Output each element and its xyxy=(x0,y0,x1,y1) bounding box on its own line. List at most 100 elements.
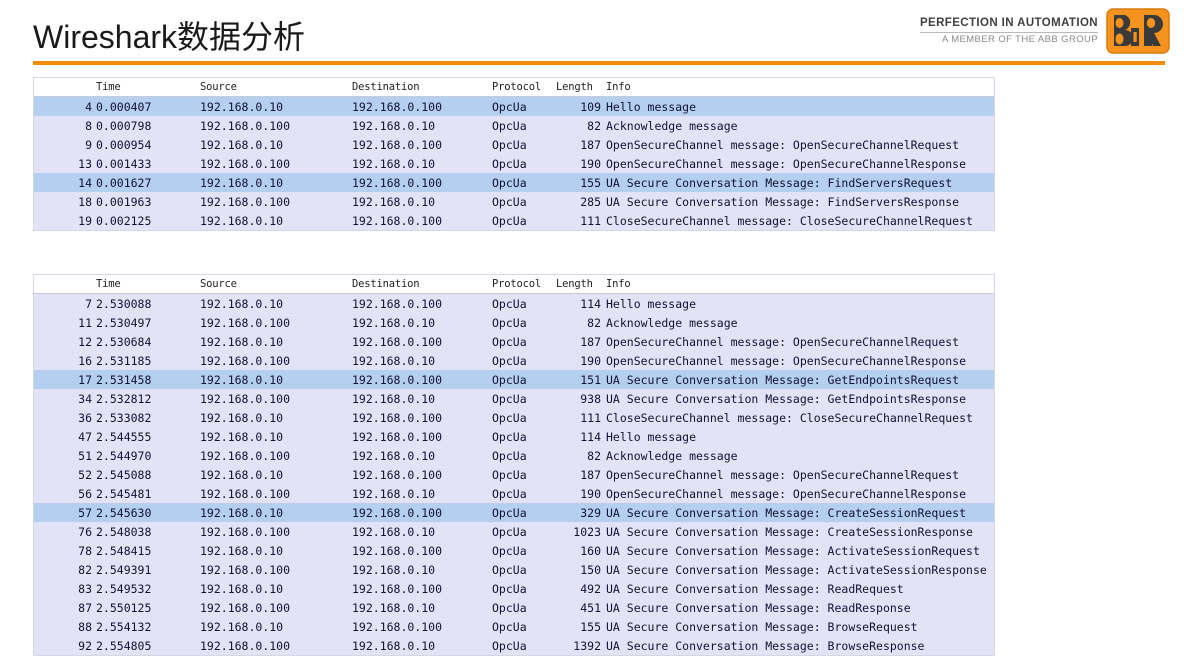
brand-tagline: PERFECTION IN AUTOMATION xyxy=(919,17,1098,30)
packet-list-session-browse[interactable]: Time Source Destination Protocol Length … xyxy=(33,274,995,656)
column-header-destination[interactable]: Destination xyxy=(352,278,420,290)
packet-length: 150 xyxy=(580,562,601,577)
packet-length: 155 xyxy=(580,619,601,634)
packet-no: 57 xyxy=(78,505,92,520)
packet-destination: 192.168.0.100 xyxy=(352,410,443,425)
column-header-destination[interactable]: Destination xyxy=(352,81,420,93)
packet-protocol: OpcUa xyxy=(492,372,527,387)
packet-protocol: OpcUa xyxy=(492,156,527,171)
packet-no: 88 xyxy=(78,619,92,634)
packet-protocol: OpcUa xyxy=(492,99,527,114)
packet-time: 2.550125 xyxy=(96,600,152,615)
packet-length: 1392 xyxy=(573,638,601,653)
packet-info: Hello message xyxy=(606,429,697,444)
packet-destination: 192.168.0.10 xyxy=(352,156,436,171)
packet-length: 1023 xyxy=(573,524,601,539)
column-header-length[interactable]: Length xyxy=(556,81,593,93)
packet-length: 329 xyxy=(580,505,601,520)
column-header-source[interactable]: Source xyxy=(200,81,237,93)
packet-source: 192.168.0.10 xyxy=(200,137,284,152)
packet-time: 2.548038 xyxy=(96,524,152,539)
packet-source: 192.168.0.100 xyxy=(200,562,291,577)
packet-protocol: OpcUa xyxy=(492,118,527,133)
column-header-time[interactable]: Time xyxy=(96,81,121,93)
packet-no: 51 xyxy=(78,448,92,463)
packet-source: 192.168.0.10 xyxy=(200,429,284,444)
packet-time: 2.533082 xyxy=(96,410,152,425)
packet-length: 82 xyxy=(587,118,601,133)
packet-length: 111 xyxy=(580,410,601,425)
packet-info: UA Secure Conversation Message: GetEndpo… xyxy=(606,391,967,406)
packet-no: 19 xyxy=(78,213,92,228)
packet-length: 187 xyxy=(580,467,601,482)
column-header-protocol[interactable]: Protocol xyxy=(492,81,541,93)
packet-length: 492 xyxy=(580,581,601,596)
packet-no: 82 xyxy=(78,562,92,577)
packet-destination: 192.168.0.10 xyxy=(352,353,436,368)
packet-destination: 192.168.0.10 xyxy=(352,486,436,501)
packet-length: 285 xyxy=(580,194,601,209)
packet-source: 192.168.0.10 xyxy=(200,296,284,311)
packet-length: 190 xyxy=(580,156,601,171)
packet-protocol: OpcUa xyxy=(492,467,527,482)
packet-list-findservers[interactable]: Time Source Destination Protocol Length … xyxy=(33,77,995,231)
column-header-info[interactable]: Info xyxy=(606,278,631,290)
packet-source: 192.168.0.100 xyxy=(200,448,291,463)
column-header-protocol[interactable]: Protocol xyxy=(492,278,541,290)
packet-source: 192.168.0.100 xyxy=(200,315,291,330)
packet-protocol: OpcUa xyxy=(492,391,527,406)
packet-info: UA Secure Conversation Message: Activate… xyxy=(606,543,980,558)
packet-info: OpenSecureChannel message: OpenSecureCha… xyxy=(606,467,960,482)
packet-protocol: OpcUa xyxy=(492,194,527,209)
packet-time: 2.544970 xyxy=(96,448,152,463)
packet-destination: 192.168.0.10 xyxy=(352,315,436,330)
packet-destination: 192.168.0.100 xyxy=(352,467,443,482)
packet-length: 111 xyxy=(580,213,601,228)
column-header-info[interactable]: Info xyxy=(606,81,631,93)
brand-text: PERFECTION IN AUTOMATION A MEMBER OF THE… xyxy=(919,17,1098,44)
packet-source: 192.168.0.10 xyxy=(200,334,284,349)
column-header-length[interactable]: Length xyxy=(556,278,593,290)
packet-length: 938 xyxy=(580,391,601,406)
packet-info: UA Secure Conversation Message: Activate… xyxy=(606,562,987,577)
packet-time: 2.548415 xyxy=(96,543,152,558)
packet-protocol: OpcUa xyxy=(492,296,527,311)
packet-info: UA Secure Conversation Message: BrowseRe… xyxy=(606,638,925,653)
packet-destination: 192.168.0.10 xyxy=(352,638,436,653)
column-header-time[interactable]: Time xyxy=(96,278,121,290)
packet-no: 87 xyxy=(78,600,92,615)
packet-source: 192.168.0.100 xyxy=(200,391,291,406)
packet-info: Acknowledge message xyxy=(606,118,738,133)
column-header-source[interactable]: Source xyxy=(200,278,237,290)
slide-header: Wireshark数据分析 PERFECTION IN AUTOMATION A… xyxy=(0,0,1198,66)
packet-info: Hello message xyxy=(606,99,697,114)
packet-protocol: OpcUa xyxy=(492,619,527,634)
